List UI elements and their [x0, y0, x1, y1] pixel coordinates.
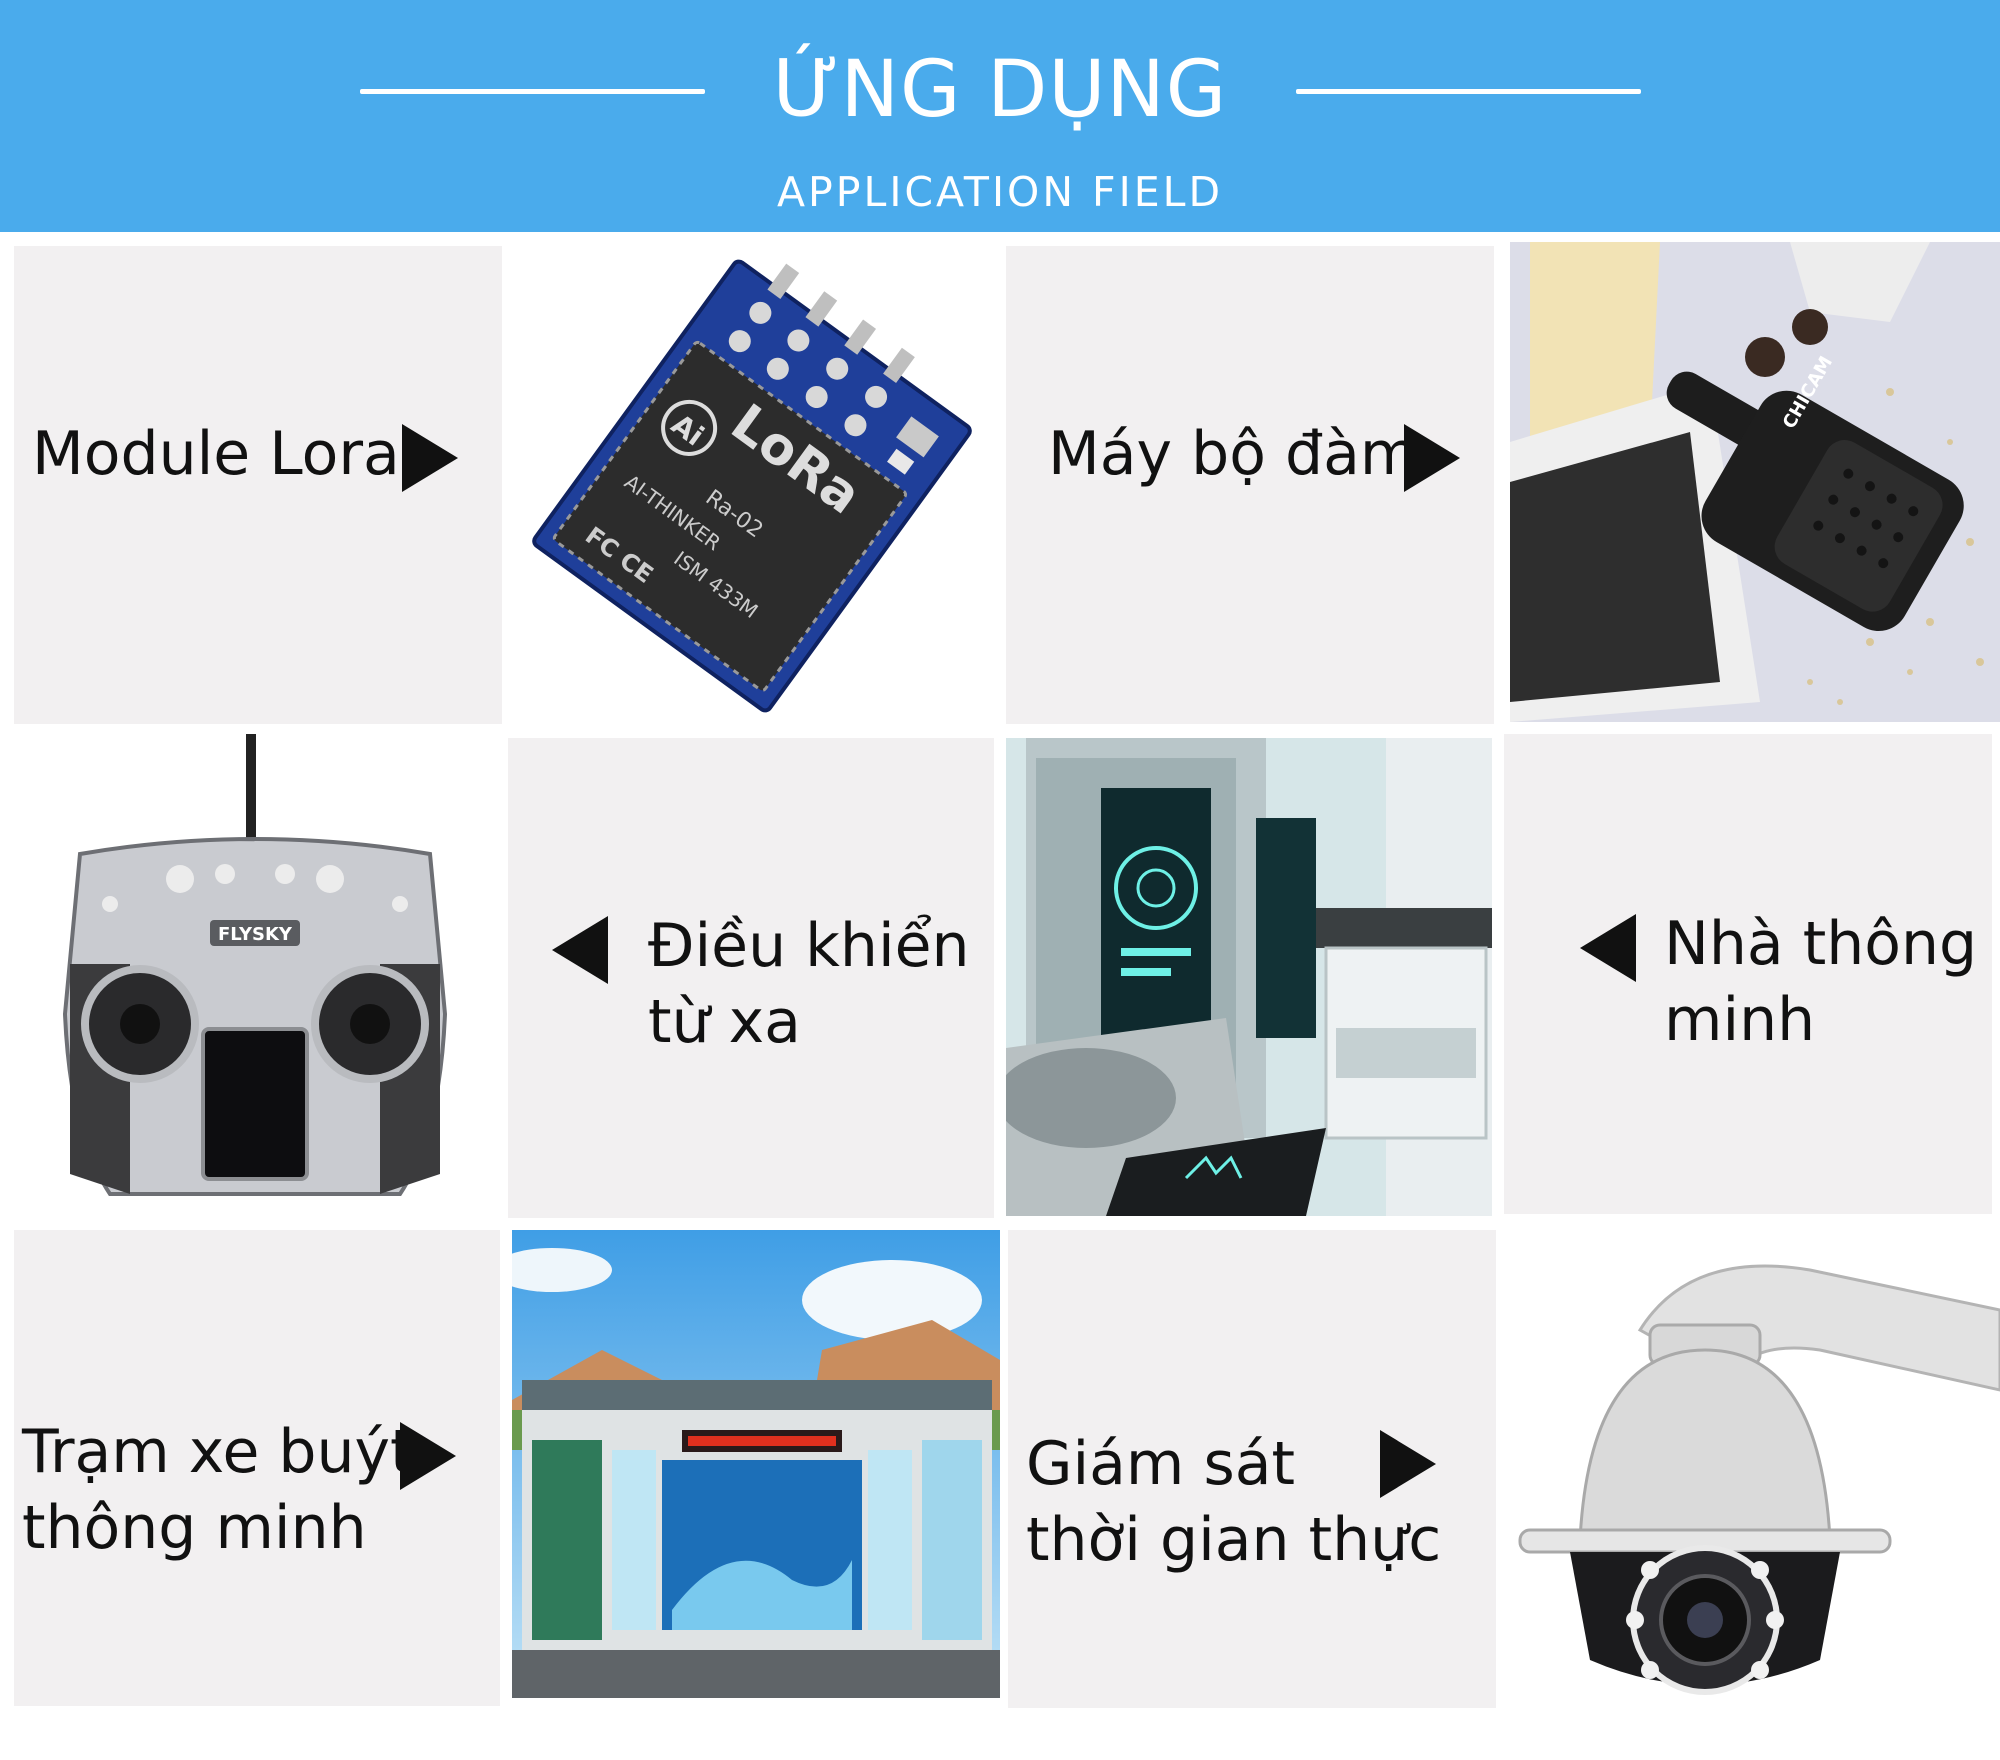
smart-home-label-line2: minh: [1664, 985, 1816, 1055]
tile-smart-bus-stop-image: [512, 1230, 1000, 1698]
tile-real-time-monitoring-label[interactable]: Giám sát thời gian thực: [1008, 1230, 1496, 1708]
arrow-right-icon: [402, 424, 458, 492]
monitoring-label-line2: thời gian thực: [1026, 1505, 1442, 1575]
arrow-left-icon: [1580, 914, 1636, 982]
smart-home-label-line1: Nhà thông: [1664, 909, 1978, 979]
remote-brand: FLYSKY: [218, 924, 293, 945]
smart-bus-stop-label-line2: thông minh: [22, 1493, 367, 1563]
tile-remote-control-image: FLYSKY: [10, 734, 500, 1220]
walkie-talkie-label: Máy bộ đàm: [1048, 419, 1419, 489]
tile-module-lora-label[interactable]: Module Lora: [14, 246, 502, 724]
tile-smart-home-image: [1006, 738, 1492, 1216]
arrow-right-icon: [1380, 1430, 1436, 1498]
header-line-left: [360, 89, 705, 94]
monitoring-label-line1: Giám sát: [1026, 1429, 1296, 1499]
tile-smart-bus-stop-label[interactable]: Trạm xe buýt thông minh: [14, 1230, 500, 1706]
header-banner: ỨNG DỤNG APPLICATION FIELD: [0, 0, 2000, 232]
tile-walkie-talkie-label[interactable]: Máy bộ đàm: [1006, 246, 1494, 724]
page-subtitle: APPLICATION FIELD: [776, 168, 1224, 216]
walkie-talkie-icon: CHICAM: [1510, 242, 2000, 722]
arrow-right-icon: [1404, 424, 1460, 492]
page-title: ỨNG DỤNG: [772, 45, 1228, 135]
tile-ptz-camera-image: [1510, 1240, 2000, 1716]
smart-bus-stop-label-line1: Trạm xe buýt: [22, 1417, 414, 1487]
lora-module-icon: Ai LoRa Ra-02 AI-THINKER ISM 433M FC CE: [532, 259, 972, 713]
rc-transmitter-icon: FLYSKY: [62, 734, 448, 1196]
tile-walkie-talkie-image: CHICAM: [1510, 242, 2000, 722]
header-line-right: [1296, 89, 1641, 94]
module-lora-label: Module Lora: [32, 419, 400, 489]
tile-smart-home-label[interactable]: Nhà thông minh: [1504, 734, 1992, 1214]
bus-stop-icon: [512, 1230, 1000, 1698]
arrow-left-icon: [552, 916, 608, 984]
smart-kitchen-icon: [1006, 738, 1492, 1216]
arrow-right-icon: [400, 1422, 456, 1490]
remote-control-label-line2: từ xa: [648, 987, 801, 1057]
ptz-camera-icon: [1518, 1264, 2000, 1695]
tile-lora-module-image: Ai LoRa Ra-02 AI-THINKER ISM 433M FC CE: [502, 246, 996, 724]
remote-control-label-line1: Điều khiển: [648, 911, 970, 981]
tile-remote-control-label[interactable]: Điều khiển từ xa: [508, 738, 994, 1218]
